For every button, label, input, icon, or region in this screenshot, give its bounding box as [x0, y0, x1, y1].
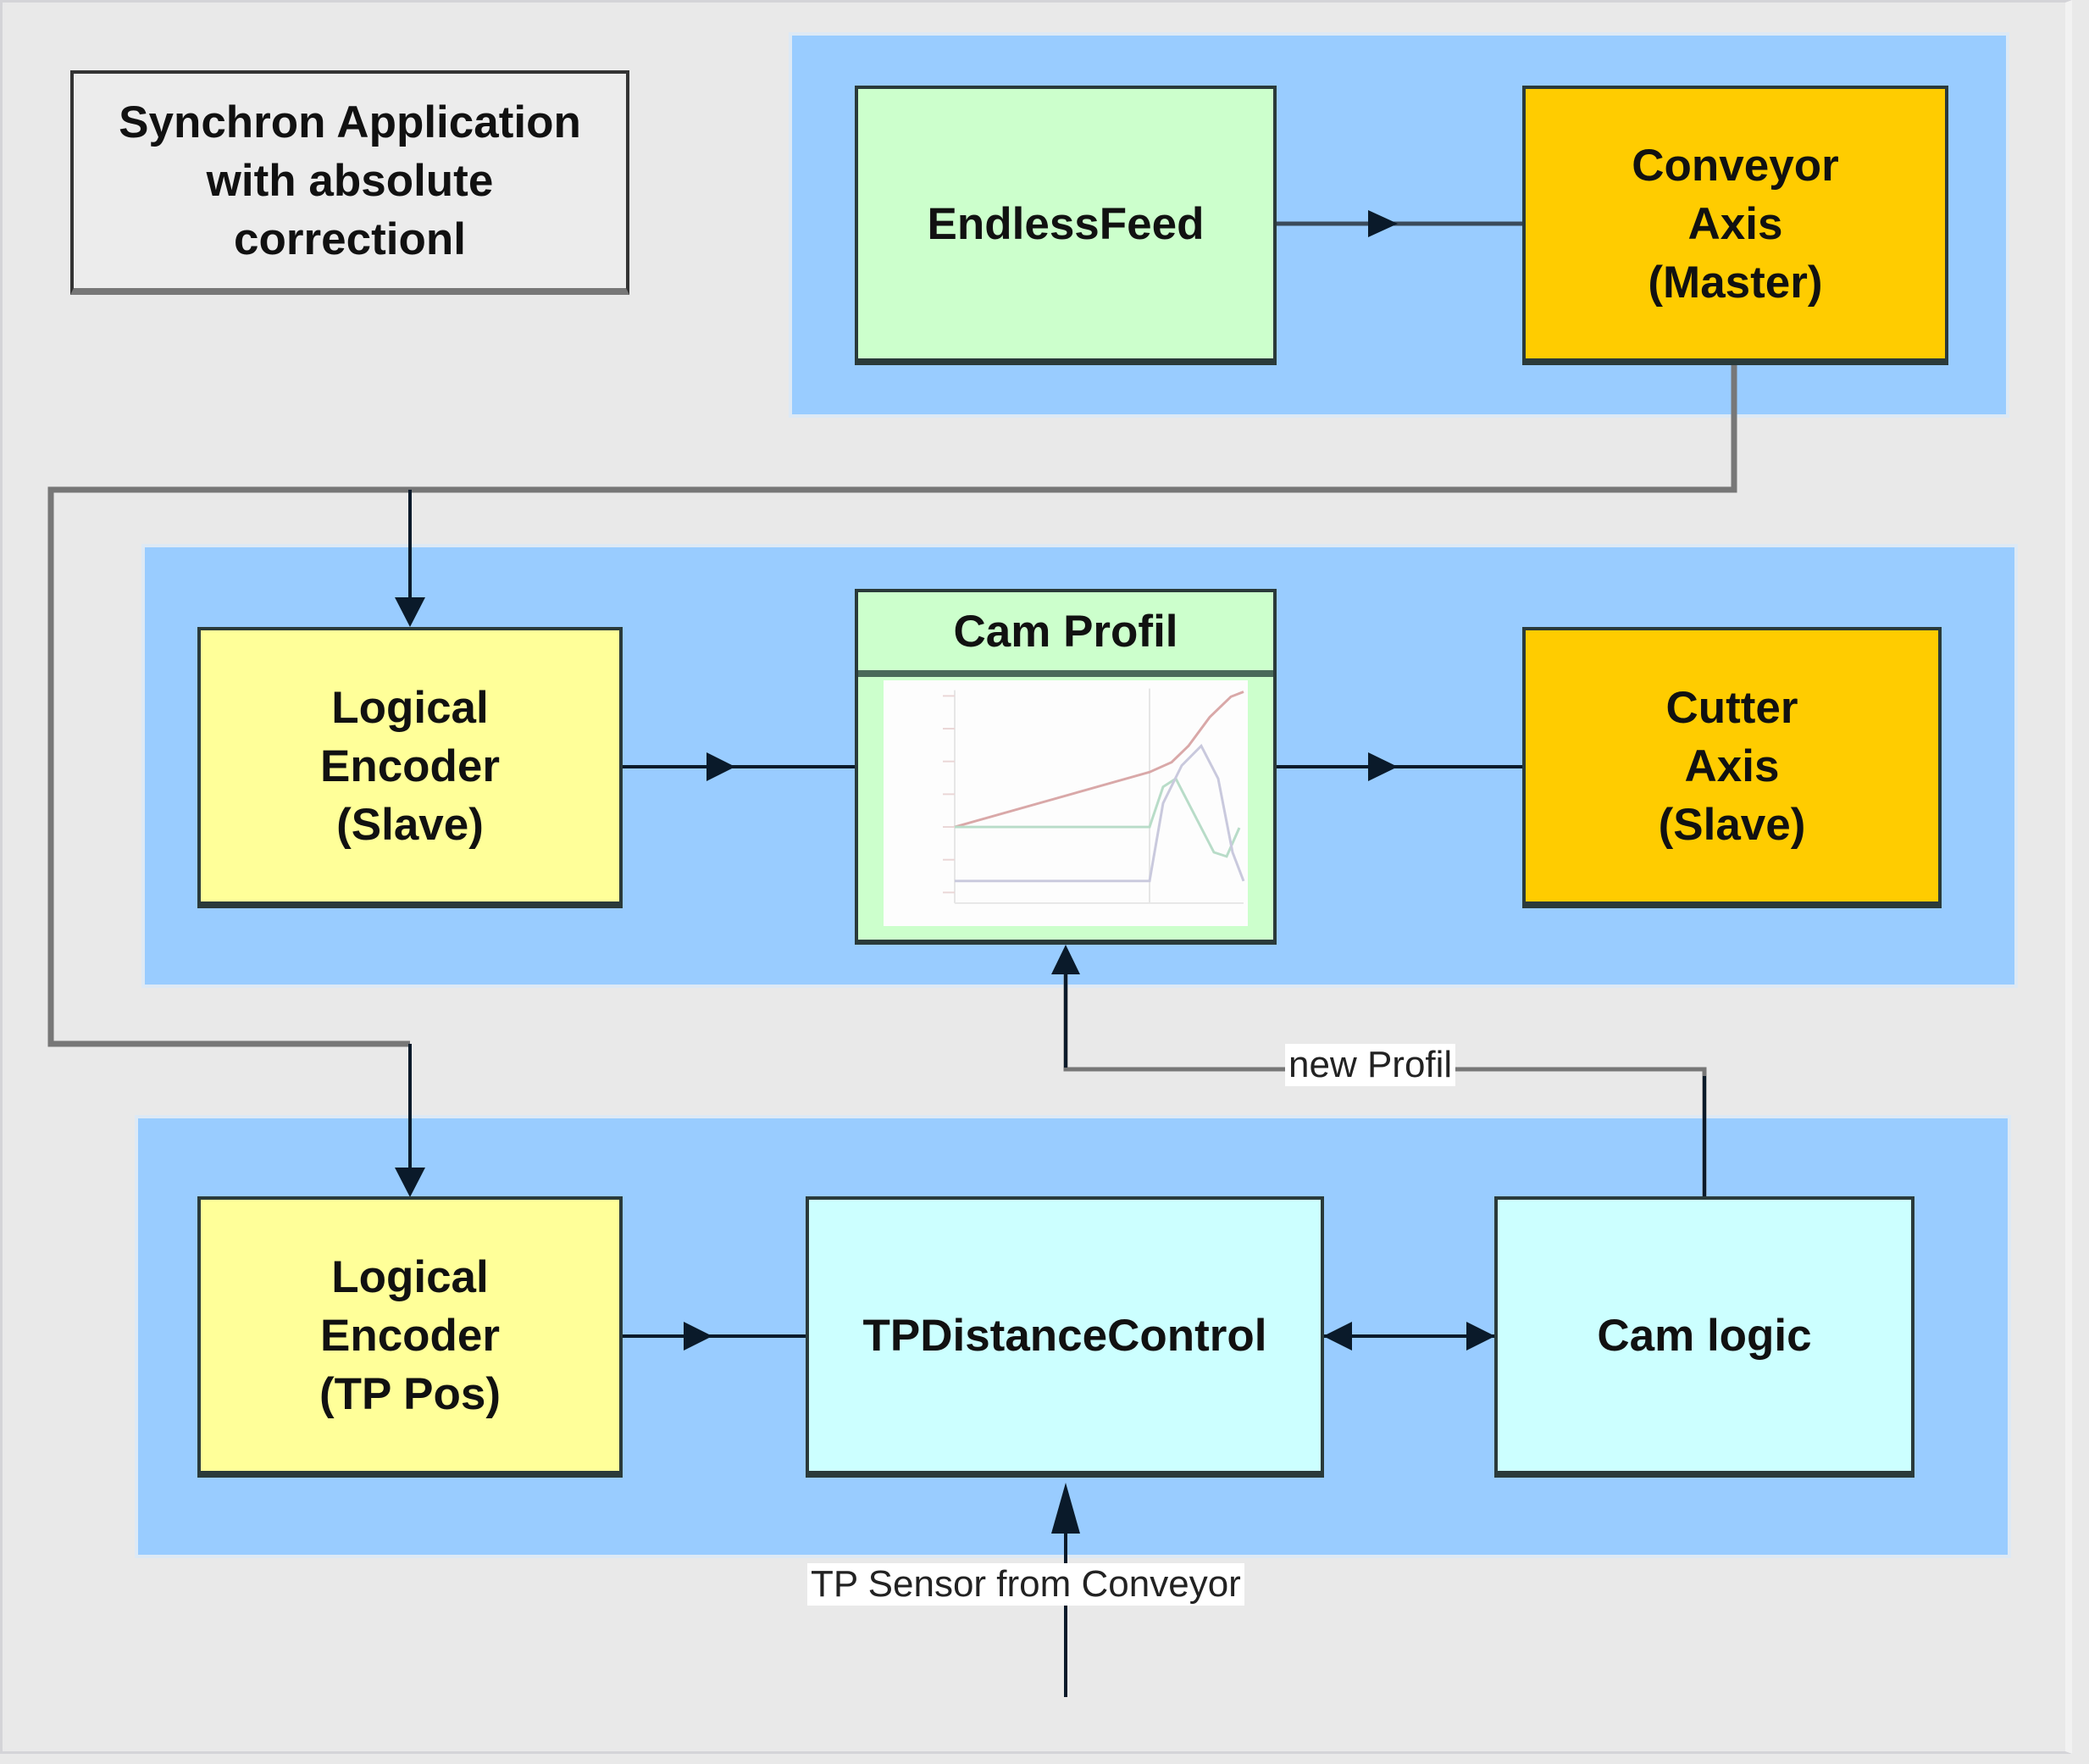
block-logical-encoder-tp[interactable]: Logical Encoder (TP Pos) [197, 1196, 623, 1478]
block-conveyor-axis[interactable]: Conveyor Axis (Master) [1522, 86, 1948, 365]
diagram-title: Synchron Application with absolute corre… [70, 70, 629, 295]
plot-series-position [954, 691, 1244, 829]
block-tp-distance-control[interactable]: TPDistanceControl [806, 1196, 1324, 1478]
plot-series-accel [955, 743, 1245, 883]
block-cam-logic[interactable]: Cam logic [1494, 1196, 1914, 1478]
block-endless-feed[interactable]: EndlessFeed [855, 86, 1277, 365]
block-cutter-axis[interactable]: Cutter Axis (Slave) [1522, 627, 1942, 908]
edge-label-tp-sensor: TP Sensor from Conveyor [807, 1563, 1244, 1606]
cam-profil-thumbnail [884, 680, 1248, 926]
cam-profil-title: Cam Profil [858, 592, 1273, 677]
edge-label-new-profil: new Profil [1285, 1044, 1456, 1086]
block-logical-encoder-slave[interactable]: Logical Encoder (Slave) [197, 627, 623, 908]
cam-profile-plot [884, 680, 1248, 926]
plot-series-velocity [955, 776, 1241, 858]
block-cam-profil[interactable]: Cam Profil [855, 589, 1277, 945]
